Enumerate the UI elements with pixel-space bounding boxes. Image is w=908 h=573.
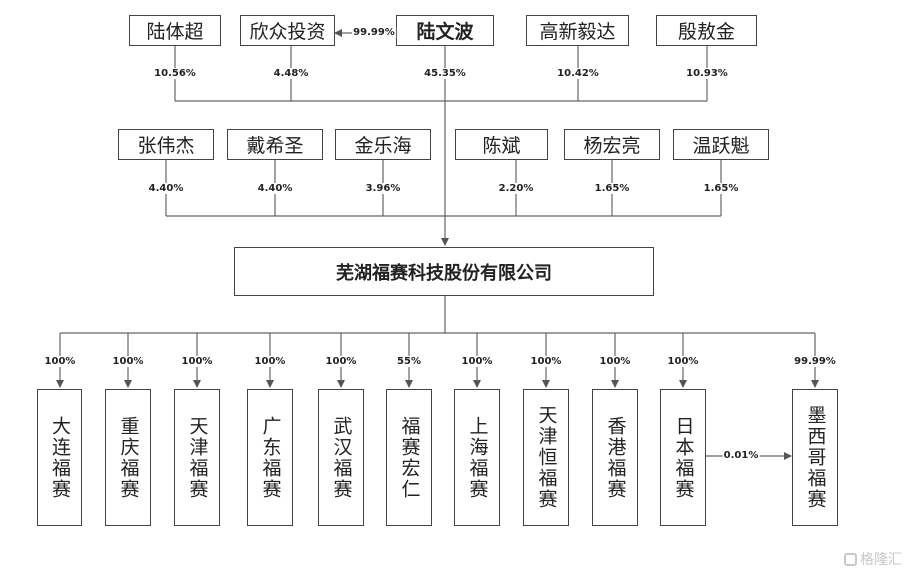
subsidiary-wuhan: 武汉福赛	[318, 389, 364, 526]
pct-xinzhong: 4.48%	[272, 68, 310, 79]
pct-lu-tichao: 10.56%	[153, 68, 197, 79]
pct-jin-lehai: 3.96%	[364, 183, 402, 194]
subsidiary-hongren: 福赛宏仁	[386, 389, 432, 526]
shareholder-yang-hongliang: 杨宏亮	[564, 129, 660, 160]
subsidiary-mexico: 墨西哥福赛	[792, 389, 838, 526]
pct-yin-aojin: 10.93%	[685, 68, 729, 79]
pct-shanghai: 100%	[460, 356, 494, 367]
subsidiary-tianjin: 天津福赛	[174, 389, 220, 526]
pct-wuhan: 100%	[324, 356, 358, 367]
company-box: 芜湖福赛科技股份有限公司	[234, 247, 654, 296]
watermark: 格隆汇	[844, 549, 902, 569]
subsidiary-shanghai: 上海福赛	[454, 389, 500, 526]
shareholder-lu-tichao: 陆体超	[129, 15, 221, 46]
shareholder-zhang-weijie: 张伟杰	[118, 129, 214, 160]
pct-hongren: 55%	[396, 356, 422, 367]
pct-gaoxin: 10.42%	[556, 68, 600, 79]
subsidiary-hongkong: 香港福赛	[592, 389, 638, 526]
pct-dai-xisheng: 4.40%	[256, 183, 294, 194]
shareholder-jin-lehai: 金乐海	[335, 129, 431, 160]
pct-guangdong: 100%	[253, 356, 287, 367]
shareholder-xinzhong-investment: 欣众投资	[240, 15, 335, 46]
shareholder-wen-yuekui: 温跃魁	[673, 129, 769, 160]
pct-lu-wenbo: 45.35%	[423, 68, 467, 79]
pct-japan: 100%	[666, 356, 700, 367]
pct-japan-to-mexico: 0.01%	[722, 450, 760, 461]
pct-tianjin-heng: 100%	[529, 356, 563, 367]
subsidiary-guangdong: 广东福赛	[247, 389, 293, 526]
pct-dalian: 100%	[43, 356, 77, 367]
subsidiary-chongqing: 重庆福赛	[105, 389, 151, 526]
pct-zhang-weijie: 4.40%	[147, 183, 185, 194]
pct-hongkong: 100%	[598, 356, 632, 367]
subsidiary-japan: 日本福赛	[660, 389, 706, 526]
watermark-logo-icon	[844, 552, 857, 566]
pct-lu-to-xinzhong: 99.99%	[352, 27, 396, 38]
shareholder-yin-aojin: 殷敖金	[656, 15, 757, 46]
pct-yang-hongliang: 1.65%	[593, 183, 631, 194]
shareholder-dai-xisheng: 戴希圣	[227, 129, 323, 160]
shareholder-gaoxin-yida: 高新毅达	[526, 15, 629, 46]
pct-mexico: 99.99%	[793, 356, 837, 367]
subsidiary-tianjin-heng: 天津恒福赛	[523, 389, 569, 526]
watermark-text: 格隆汇	[860, 552, 902, 568]
subsidiary-dalian: 大连福赛	[37, 389, 82, 526]
shareholder-lu-wenbo: 陆文波	[396, 15, 494, 46]
pct-chongqing: 100%	[111, 356, 145, 367]
pct-chen-bin: 2.20%	[497, 183, 535, 194]
pct-tianjin: 100%	[180, 356, 214, 367]
shareholder-chen-bin: 陈斌	[455, 129, 548, 160]
pct-wen-yuekui: 1.65%	[702, 183, 740, 194]
